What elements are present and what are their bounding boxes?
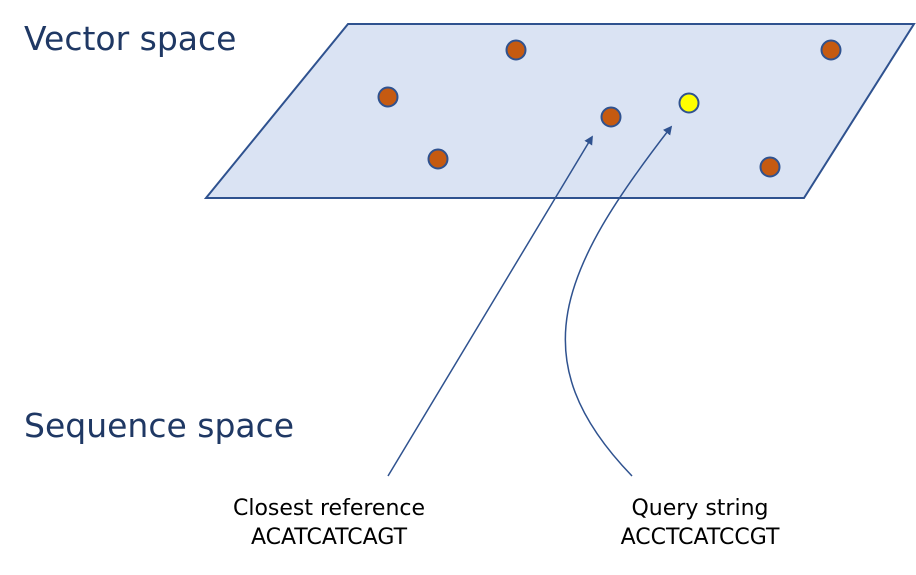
query-label: Query string	[631, 496, 769, 521]
reference-point	[377, 86, 399, 108]
vector-space-heading: Vector space	[24, 19, 237, 58]
closest-reference-point	[600, 106, 622, 128]
closest-reference-sequence: ACATCATCAGT	[250, 525, 408, 550]
closest-reference-caption: Closest reference ACATCATCAGT	[199, 494, 459, 552]
vector-space-plane	[203, 23, 916, 199]
reference-point	[820, 39, 842, 61]
query-sequence: ACCTCATCCGT	[620, 525, 780, 550]
reference-point	[759, 156, 781, 178]
closest-reference-label: Closest reference	[232, 496, 426, 521]
query-point	[678, 92, 700, 114]
sequence-space-heading: Sequence space	[24, 406, 295, 445]
closest-reference-arrow	[387, 135, 593, 477]
reference-point	[505, 39, 527, 61]
reference-point	[427, 148, 449, 170]
query-caption: Query string ACCTCATCCGT	[570, 494, 830, 552]
query-arrow	[564, 125, 673, 477]
